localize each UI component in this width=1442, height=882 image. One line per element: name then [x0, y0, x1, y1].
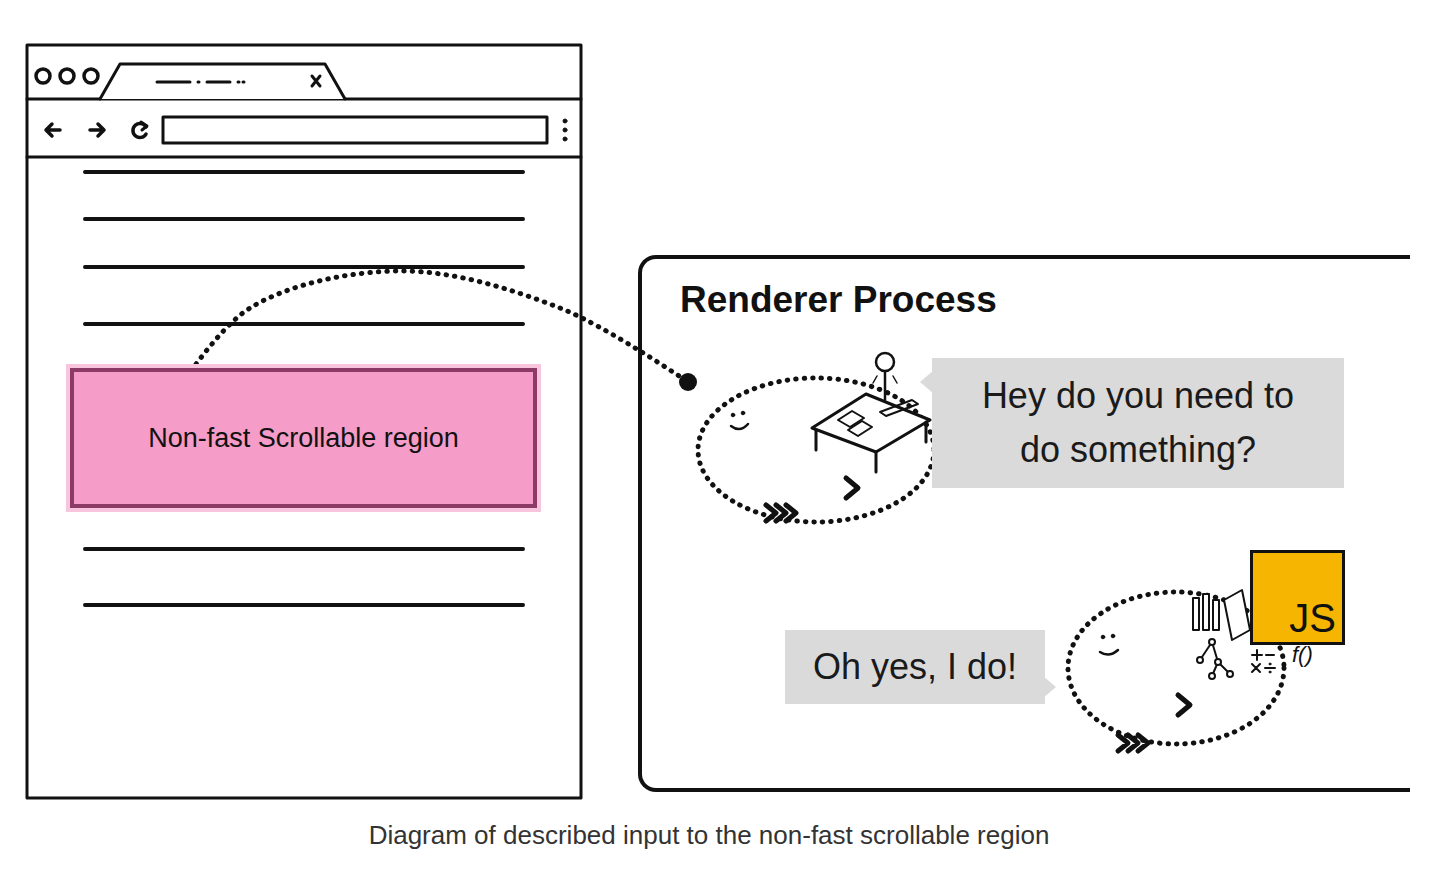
node-text: Hey do you need to do something?: [958, 369, 1318, 477]
main-thread-part: [1269, 671, 1271, 673]
main-thread-part: [1209, 673, 1215, 679]
browser-window-part: [157, 81, 244, 84]
main-thread-part: [1203, 594, 1209, 630]
browser-window-part: [60, 69, 74, 83]
main-thread-part: [1213, 600, 1219, 630]
main-thread-part: [1197, 657, 1203, 663]
compositor-thread-part: [766, 505, 796, 521]
main-thread-part: [1111, 634, 1115, 638]
main-thread-part: [1215, 659, 1221, 665]
browser-window-part: [563, 137, 567, 141]
compositor-thread-part: [812, 394, 930, 452]
compositor-thread-part: [816, 422, 926, 472]
browser-window-part: [90, 124, 104, 136]
connector-dot: [679, 373, 697, 391]
main-thread-part: [1100, 650, 1118, 655]
compositor-thread-part: [698, 378, 934, 522]
main-thread-part: [1224, 590, 1250, 640]
node-text: Oh yes, I do!: [813, 640, 1017, 694]
browser-window-part: [141, 122, 147, 130]
speech-bubble: Hey do you need to do something?: [932, 358, 1344, 488]
browser-window-part: [100, 64, 345, 99]
main-thread-part: [1209, 639, 1215, 645]
node-text: Non-fast Scrollable region: [148, 423, 459, 454]
main-thread-part: [1252, 650, 1275, 672]
speech-bubble: Oh yes, I do!: [785, 630, 1045, 704]
compositor-thread: [698, 353, 934, 522]
compositor-thread-part: [876, 353, 894, 371]
compositor-thread-part: [731, 413, 735, 417]
compositor-thread-part: [846, 478, 858, 498]
process-title: Renderer Process: [680, 279, 997, 321]
browser-window-part: [46, 124, 60, 136]
browser-window-part: [312, 76, 320, 86]
browser-window-part: [563, 128, 567, 132]
node-text: JS: [1289, 596, 1336, 640]
browser-window-part: [27, 45, 581, 798]
compositor-thread-part: [880, 400, 918, 416]
process-box: Renderer ProcessHey do you need to do so…: [638, 255, 1410, 792]
scroll-region: Non-fast Scrollable region: [70, 368, 537, 508]
function-glyph: f(): [1292, 642, 1313, 668]
main-thread-part: [1178, 695, 1190, 715]
main-thread-part: [1101, 635, 1105, 639]
compositor-thread-part: [731, 424, 748, 429]
browser-window-part: [563, 119, 567, 123]
compositor-thread-part: [873, 376, 897, 386]
compositor-thread-part: [848, 421, 872, 436]
compositor-thread-part: [741, 411, 745, 415]
browser-window-part: [27, 156, 581, 159]
main-thread-part: [1269, 663, 1271, 665]
browser-window-part: [163, 117, 547, 143]
compositor-thread-part: [838, 411, 864, 427]
js-badge: JS: [1250, 550, 1345, 645]
browser-window-part: [36, 69, 50, 83]
browser-window: [27, 45, 581, 798]
figure-caption: Diagram of described input to the non-fa…: [0, 820, 1418, 851]
main-thread-part: [1200, 642, 1230, 676]
main-thread-part: [1193, 598, 1199, 630]
main-thread-part: [1227, 671, 1233, 677]
browser-window-part: [84, 69, 98, 83]
main-thread-part: [1118, 735, 1148, 751]
